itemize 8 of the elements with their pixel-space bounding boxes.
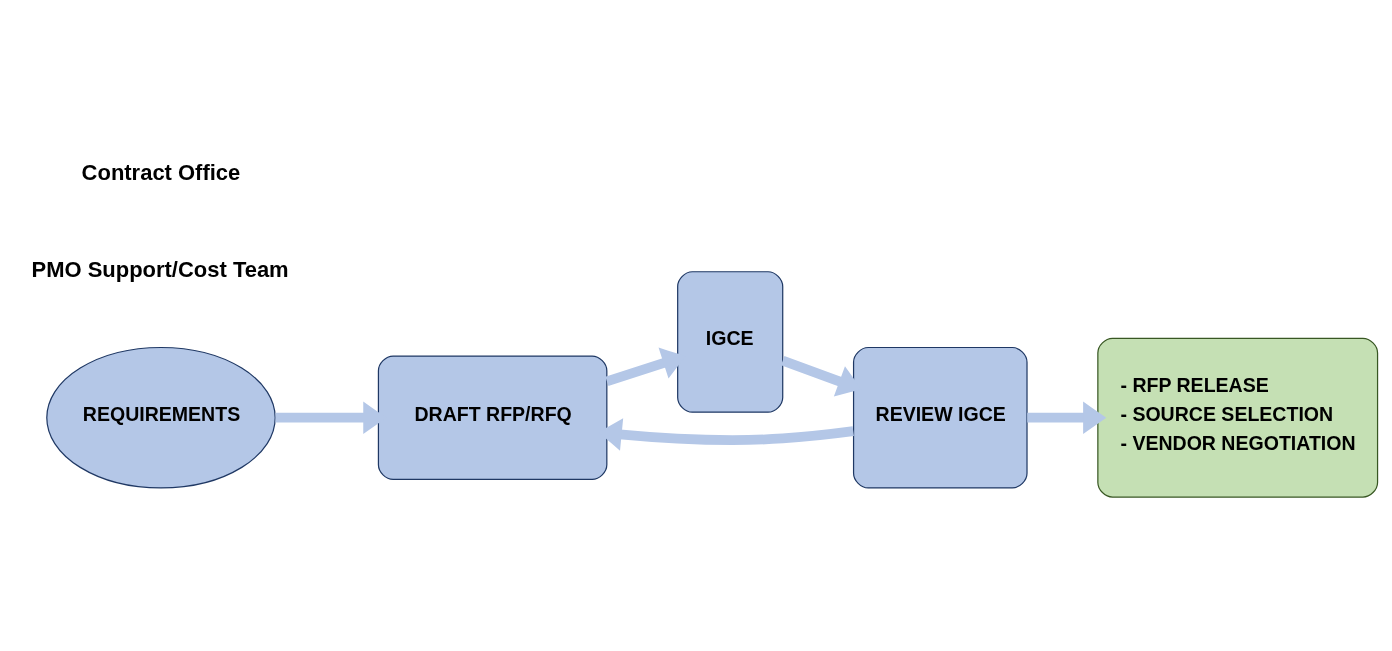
label: Contract Office xyxy=(81,160,241,186)
label: PMO Support/Cost Team xyxy=(31,256,289,282)
node-box: DRAFT RFP/RFQ xyxy=(377,355,608,480)
node-box: IGCE xyxy=(677,271,784,413)
node-ellipse: REQUIREMENTS xyxy=(46,346,276,489)
arrow xyxy=(1027,401,1107,434)
node-box: - RFP RELEASE - SOURCE SELECTION - VENDOR NEGOTIATION xyxy=(1097,337,1379,498)
node-box: REVIEW IGCE xyxy=(852,346,1028,489)
